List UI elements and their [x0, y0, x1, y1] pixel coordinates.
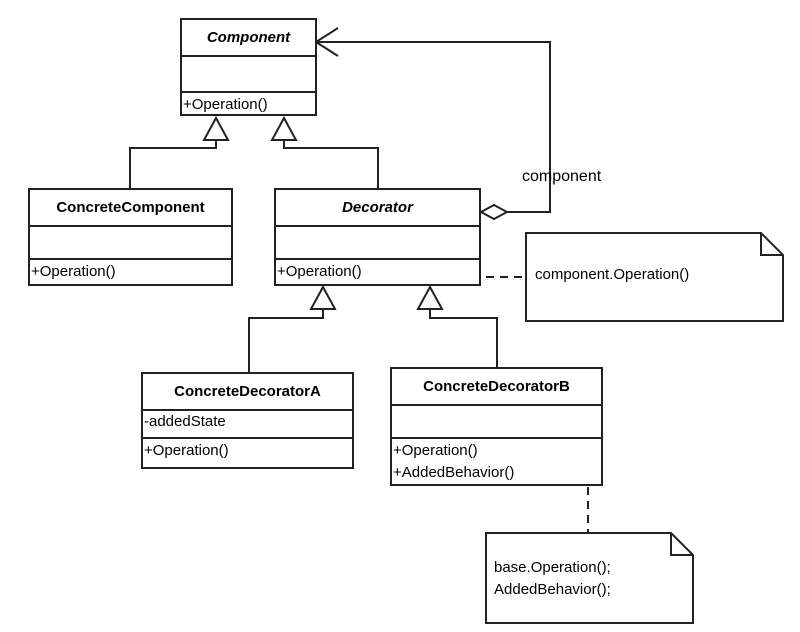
class-component: Component +Operation()	[180, 18, 317, 116]
inheritance-arrow-component-right	[270, 115, 298, 141]
class-concrete-decorator-b: ConcreteDecoratorB +Operation() +AddedBe…	[390, 367, 603, 486]
operations-section: +Operation()	[30, 258, 231, 283]
class-name-concrete-component: ConcreteComponent	[56, 199, 205, 216]
class-name-component: Component	[206, 29, 291, 46]
generalization-decorator-component	[283, 140, 379, 188]
class-concrete-decorator-a: ConcreteDecoratorA -addedState +Operatio…	[141, 372, 354, 469]
class-name-decorator: Decorator	[342, 199, 413, 216]
inheritance-arrow-decorator-left	[309, 284, 337, 310]
note-decorator-operation: component.Operation()	[525, 232, 784, 322]
aggregation-diamond	[478, 203, 510, 221]
generalization-decoratora-decorator	[248, 309, 324, 372]
generalization-concretecomponent-component	[129, 140, 217, 188]
note-shape	[525, 232, 784, 322]
note-text: component.Operation()	[535, 266, 690, 283]
operation: +AddedBehavior()	[393, 464, 515, 481]
attributes-section	[182, 55, 315, 91]
inheritance-arrow-component-left	[202, 115, 230, 141]
association-label-component: component	[522, 168, 602, 185]
class-name-concrete-decorator-a: ConcreteDecoratorA	[174, 383, 321, 400]
attributes-section	[276, 225, 479, 258]
generalization-decoratorb-decorator	[429, 309, 498, 367]
operations-section: +Operation()	[143, 437, 352, 462]
class-concrete-component: ConcreteComponent +Operation()	[28, 188, 233, 286]
operation: +Operation()	[144, 442, 229, 459]
operation: +Operation()	[393, 442, 478, 459]
aggregation-line-component	[318, 41, 551, 213]
note-shape	[485, 532, 694, 624]
operations-section: +Operation()	[276, 258, 479, 283]
operation: +Operation()	[277, 263, 362, 280]
attribute: -addedState	[144, 413, 226, 430]
attributes-section: -addedState	[143, 409, 352, 437]
note-decorator-b-behavior: base.Operation(); AddedBehavior();	[485, 532, 694, 624]
note-text-line: AddedBehavior();	[494, 581, 611, 598]
operation: +Operation()	[31, 263, 116, 280]
operations-section: +Operation()	[182, 91, 315, 116]
class-name-concrete-decorator-b: ConcreteDecoratorB	[423, 378, 570, 395]
attributes-section	[30, 225, 231, 258]
note-text-line: base.Operation();	[494, 559, 611, 576]
operation: +Operation()	[183, 96, 268, 113]
attributes-section	[392, 404, 601, 437]
inheritance-arrow-decorator-right	[416, 284, 444, 310]
class-decorator: Decorator +Operation()	[274, 188, 481, 286]
operations-section: +Operation() +AddedBehavior()	[392, 437, 601, 484]
